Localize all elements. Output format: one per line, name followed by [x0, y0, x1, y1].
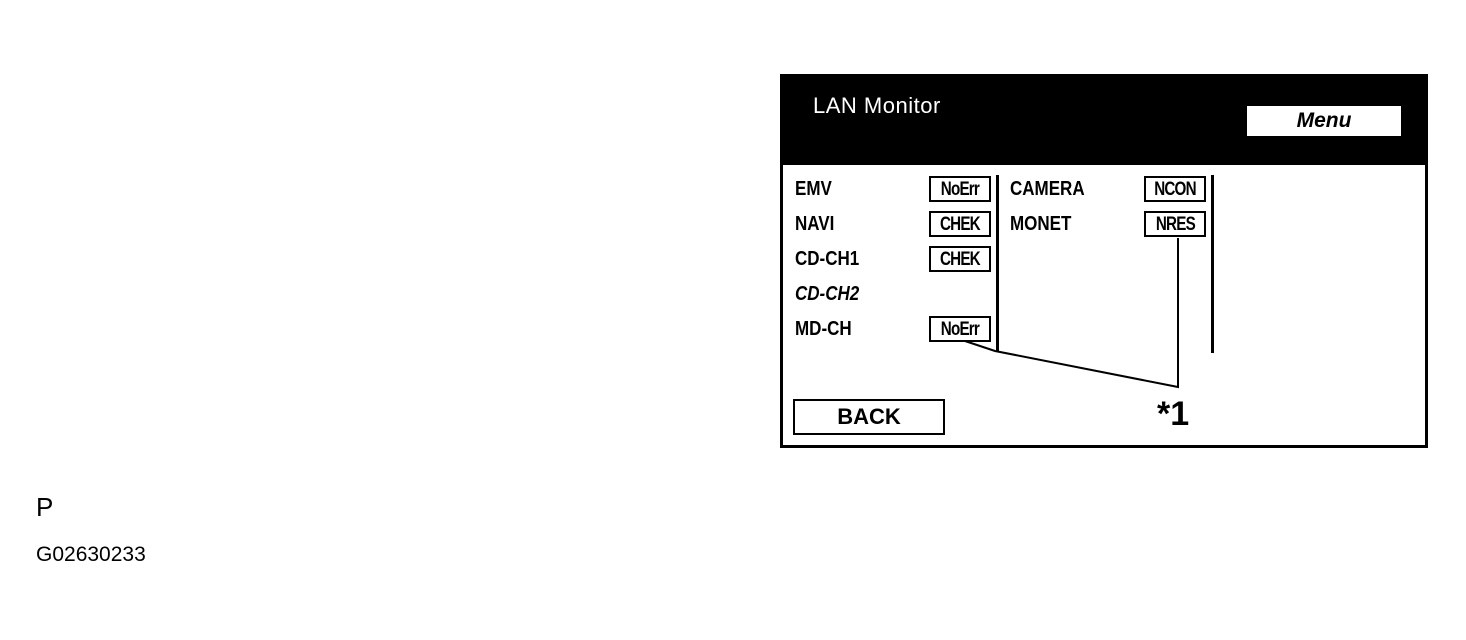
screen-title: LAN Monitor — [813, 93, 941, 118]
device-label-monet: MONET — [1010, 213, 1072, 235]
column-divider-left — [996, 175, 999, 351]
status-md-ch: NoErr — [929, 316, 991, 342]
title-bar: LAN Monitor Menu — [783, 77, 1425, 165]
status-camera: NCON — [1144, 176, 1206, 202]
device-label-cd-ch1: CD-CH1 — [795, 248, 860, 270]
status-cd-ch1: CHEK — [929, 246, 991, 272]
menu-button[interactable]: Menu — [1246, 105, 1402, 137]
column-divider-right — [1211, 175, 1214, 353]
status-emv: NoErr — [929, 176, 991, 202]
status-navi: CHEK — [929, 211, 991, 237]
device-label-navi: NAVI — [795, 213, 835, 235]
device-label-emv: EMV — [795, 178, 832, 200]
device-label-camera: CAMERA — [1010, 178, 1085, 200]
figure-ref-code: G02630233 — [36, 543, 146, 566]
device-label-cd-ch2: CD-CH2 — [795, 283, 860, 305]
status-monet: NRES — [1144, 211, 1206, 237]
figure-ref-letter: P — [36, 492, 54, 522]
device-label-md-ch: MD-CH — [795, 318, 852, 340]
annotation-leader-lines — [964, 238, 1179, 389]
lan-monitor-screen: LAN Monitor Menu EMV NoErr NAVI CHEK CD-… — [780, 74, 1428, 448]
annotation-label: *1 — [1157, 395, 1190, 433]
back-button[interactable]: BACK — [793, 399, 945, 435]
